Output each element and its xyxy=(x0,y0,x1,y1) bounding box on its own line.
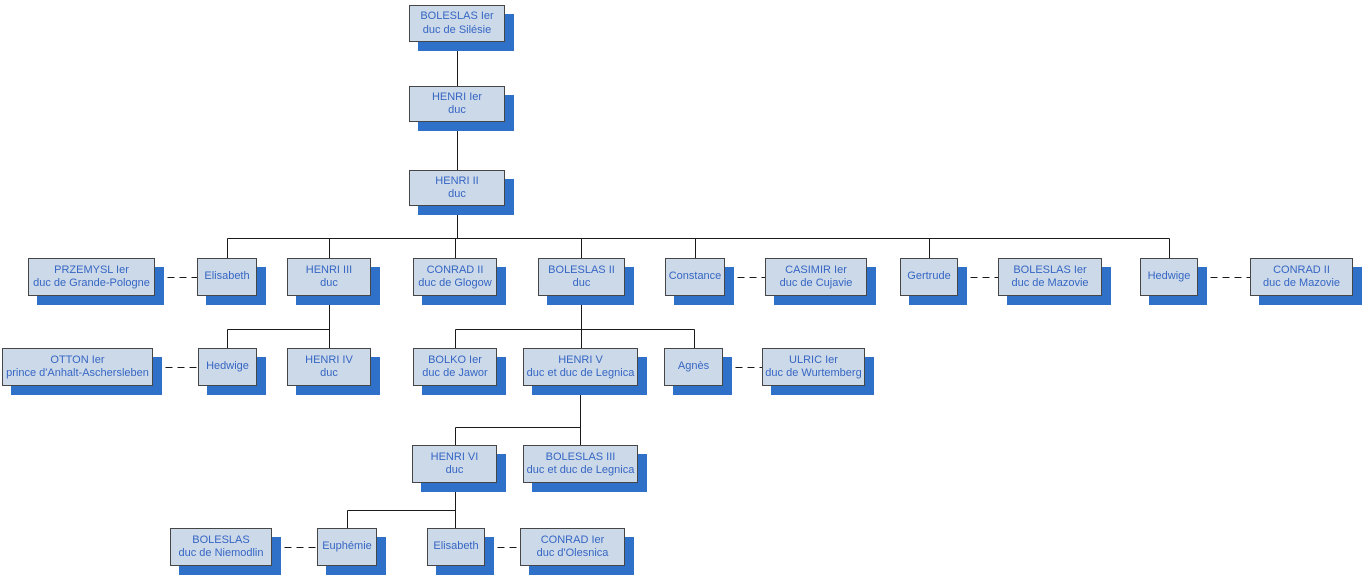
person-name: ULRIC Ier xyxy=(789,353,838,366)
person-box-elisabeth-epouse: Elisabeth xyxy=(427,528,485,566)
person-name: OTTON Ier xyxy=(50,353,105,366)
person-box-gertrude: Gertrude xyxy=(900,258,958,296)
person-box-hedwige-epouse: Hedwige xyxy=(198,348,257,386)
person-name: Elisabeth xyxy=(204,270,250,283)
person-title: duc de Niemodlin xyxy=(178,547,264,559)
person-title: duc xyxy=(448,188,466,200)
person-name: CONRAD II xyxy=(426,263,484,276)
person-name: BOLESLAS III xyxy=(545,450,616,463)
person-title: duc de Wurtemberg xyxy=(765,367,862,379)
person-name: CONRAD II xyxy=(1273,263,1330,276)
person-title: duc de Silésie xyxy=(422,23,492,36)
person-name: BOLESLAS xyxy=(192,533,250,546)
person-title: duc xyxy=(320,277,338,289)
person-title: duc de Cujavie xyxy=(779,277,853,289)
person-name: Hedwige xyxy=(1147,270,1191,283)
person-box-hedwige-fille: Hedwige xyxy=(1140,258,1198,296)
person-name: BOLKO Ier xyxy=(428,353,482,366)
person-title: duc xyxy=(445,464,464,476)
person-name: HENRI VI xyxy=(430,450,479,463)
person-name: Agnès xyxy=(677,360,710,373)
person-name: BOLESLAS II xyxy=(548,263,615,276)
person-name: Euphémie xyxy=(322,540,372,553)
person-name: HENRI IV xyxy=(305,353,353,366)
person-box-agnes: Agnès xyxy=(664,348,723,386)
person-title: duc et duc de Legnica xyxy=(526,464,635,476)
person-name: HENRI V xyxy=(558,353,603,366)
person-title: duc de Mazovie xyxy=(1011,277,1089,289)
person-title: duc d'Olesnica xyxy=(536,547,609,559)
person-name: BOLESLAS Ier xyxy=(1013,263,1087,276)
person-title: duc et duc de Legnica xyxy=(526,367,635,379)
person-name: CONRAD Ier xyxy=(540,533,605,546)
person-title: duc xyxy=(572,277,591,289)
person-title: duc de Glogow xyxy=(418,277,492,289)
person-name: CASIMIR Ier xyxy=(785,263,847,276)
person-title: duc de Grande-Pologne xyxy=(33,277,150,289)
person-title: duc de Mazovie xyxy=(1262,277,1341,289)
person-name: HENRI III xyxy=(305,263,353,276)
person-name: HENRI II xyxy=(435,174,479,187)
person-name: Elisabeth xyxy=(433,540,479,553)
person-title: duc xyxy=(320,367,338,379)
person-box-elisabeth: Elisabeth xyxy=(197,258,257,296)
person-name: HENRI Ier xyxy=(431,90,483,103)
person-name: BOLESLAS Ier xyxy=(420,10,494,22)
person-name: PRZEMYSL Ier xyxy=(54,263,129,276)
person-title: prince d'Anhalt-Aschersleben xyxy=(6,367,149,379)
person-name: Gertrude xyxy=(907,270,951,283)
person-box-constance: Constance xyxy=(665,258,725,296)
person-box-euphemie: Euphémie xyxy=(317,528,377,566)
person-title: duc xyxy=(448,104,466,116)
person-title: duc de Jawor xyxy=(422,367,488,379)
person-name: Hedwige xyxy=(206,360,249,373)
person-name: Constance xyxy=(668,270,722,283)
